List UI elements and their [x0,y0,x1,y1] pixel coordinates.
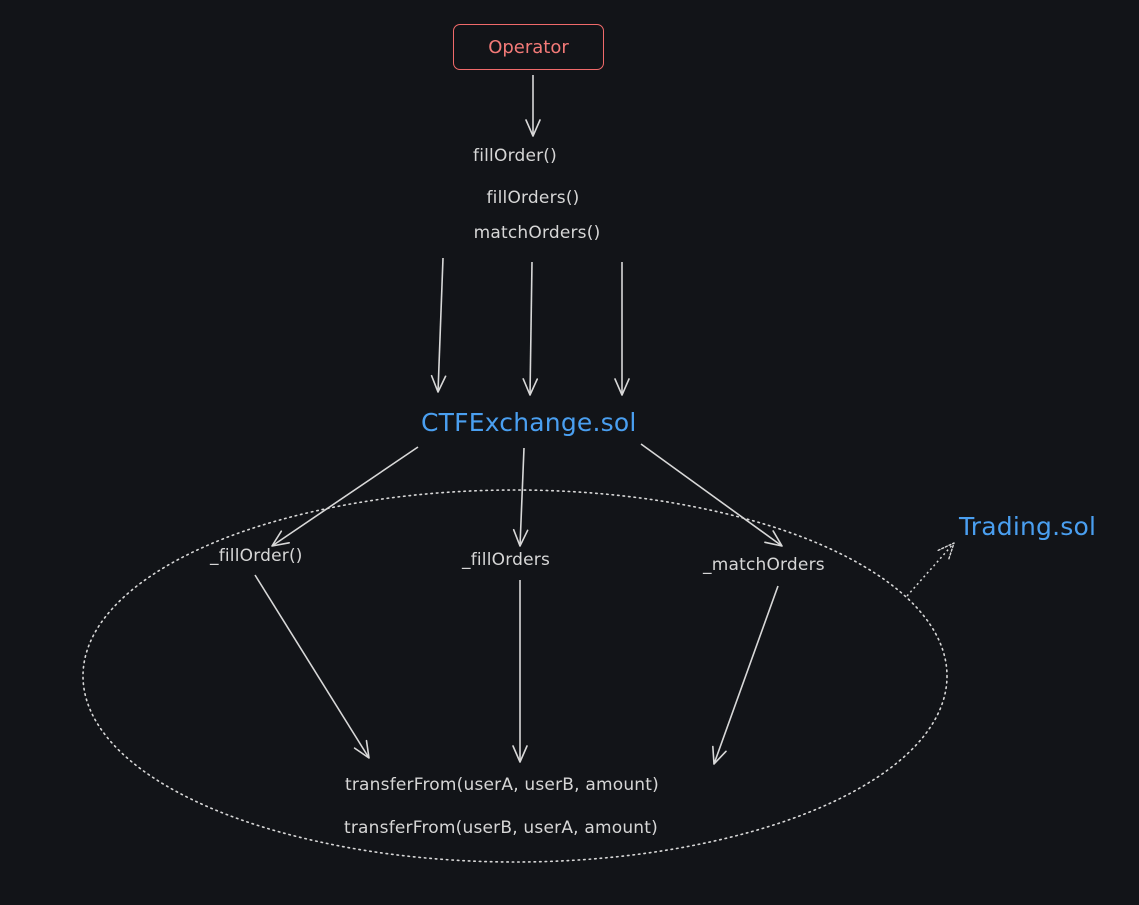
operator-node: Operator [453,24,604,70]
internal-function-fillorder: _fillOrder() [210,546,303,566]
operator-label: Operator [488,36,569,58]
internal-function-matchorders: _matchOrders [703,555,825,575]
arrow-exchange-to-internal-fillorders [512,447,529,547]
transfer-a-to-b: transferFrom(userA, userB, amount) [345,775,659,795]
arrow-fillorders-to-exchange [522,261,539,396]
entry-function-fillorder: fillOrder() [473,146,557,166]
arrow-module-to-label [906,542,955,597]
arrow-exchange-to-internal-fillorder [271,446,419,547]
contract-ctfexchange: CTFExchange.sol [421,408,637,437]
internal-function-fillorders: _fillOrders [462,550,551,570]
arrow-internal-matchorders-to-transfer [712,585,779,765]
arrow-internal-fillorder-to-transfer [254,574,370,759]
arrow-exchange-to-internal-matchorders [640,443,783,547]
trading-module-boundary [82,489,948,863]
transfer-b-to-a: transferFrom(userB, userA, amount) [344,818,658,838]
entry-function-matchorders: matchOrders() [473,223,601,243]
module-trading: Trading.sol [959,512,1097,541]
arrow-fillorder-to-exchange [430,257,447,393]
entry-function-fillorders: fillOrders() [486,188,580,208]
